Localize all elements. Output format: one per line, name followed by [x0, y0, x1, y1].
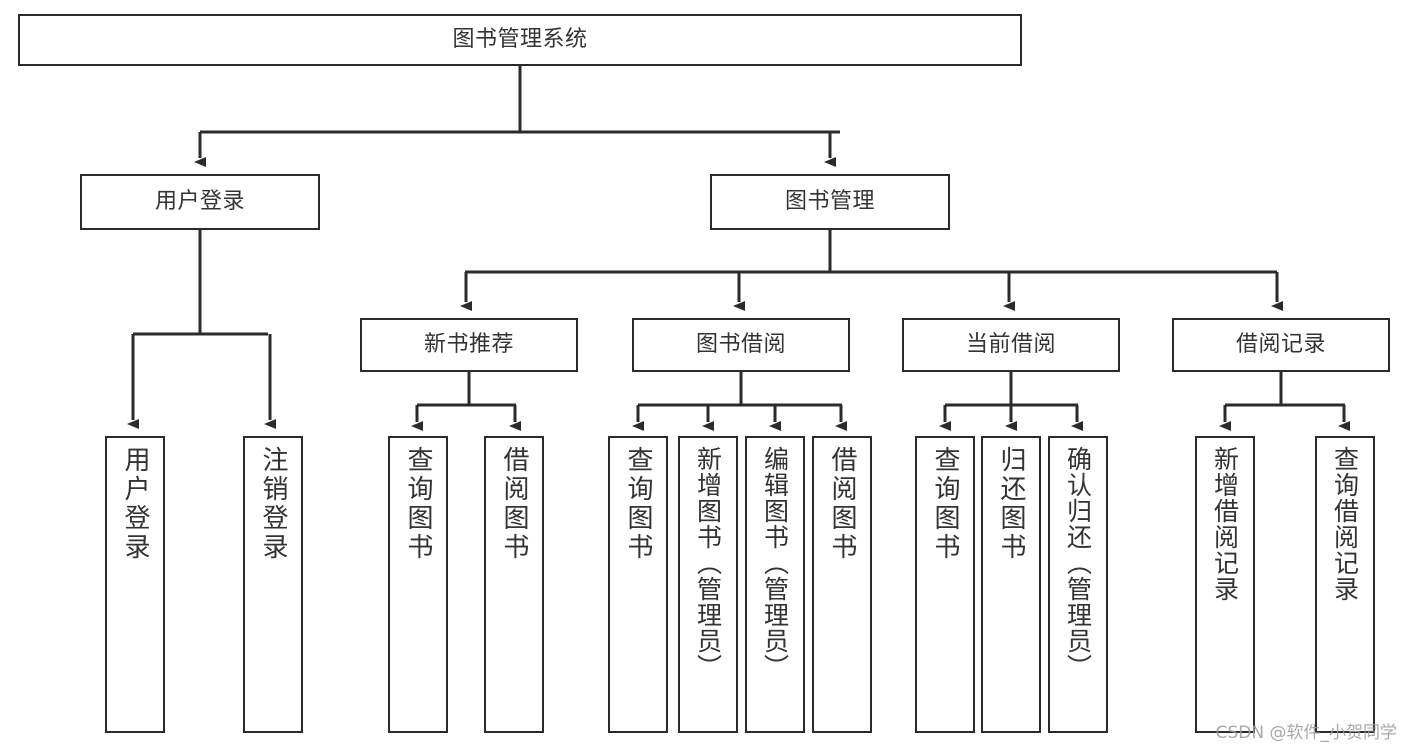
node-leaf-edit-book[interactable]: 编辑图书（管理员）: [745, 436, 805, 733]
node-leaf-query-book-cur-label: 查询图书: [930, 446, 960, 562]
node-book-manage[interactable]: 图书管理: [710, 174, 950, 230]
node-leaf-user-login[interactable]: 用户登录: [105, 436, 165, 733]
node-leaf-borrow-book[interactable]: 借阅图书: [812, 436, 872, 733]
node-leaf-query-book-cur[interactable]: 查询图书: [915, 436, 975, 733]
node-book-manage-label: 图书管理: [784, 188, 875, 214]
node-leaf-query-book-rec-label: 查询图书: [403, 446, 433, 562]
node-borrow-record-label: 借阅记录: [1235, 331, 1326, 357]
node-leaf-logout[interactable]: 注销登录: [243, 436, 303, 733]
node-leaf-borrow-book-rec-label: 借阅图书: [499, 446, 529, 562]
node-book-borrow-label: 图书借阅: [695, 331, 786, 357]
node-leaf-confirm-return-label: 确认归还（管理员）: [1063, 446, 1093, 680]
node-leaf-user-login-label: 用户登录: [120, 446, 150, 562]
node-user-login[interactable]: 用户登录: [80, 174, 320, 230]
node-new-book-recommend[interactable]: 新书推荐: [360, 318, 578, 372]
node-leaf-borrow-book-label: 借阅图书: [827, 446, 857, 562]
node-book-borrow[interactable]: 图书借阅: [632, 318, 850, 372]
node-current-borrow-label: 当前借阅: [965, 331, 1056, 357]
node-leaf-borrow-book-rec[interactable]: 借阅图书: [484, 436, 544, 733]
node-leaf-edit-book-label: 编辑图书（管理员）: [760, 446, 790, 680]
node-leaf-query-record-label: 查询借阅记录: [1330, 446, 1360, 602]
node-user-login-label: 用户登录: [154, 188, 245, 214]
node-leaf-query-book-borrow[interactable]: 查询图书: [608, 436, 668, 733]
node-leaf-return-book[interactable]: 归还图书: [981, 436, 1041, 733]
node-root-label: 图书管理系统: [452, 26, 588, 52]
node-leaf-query-record[interactable]: 查询借阅记录: [1315, 436, 1375, 733]
csdn-watermark: CSDN @软件_小贺同学: [1215, 723, 1397, 743]
node-leaf-confirm-return[interactable]: 确认归还（管理员）: [1048, 436, 1108, 733]
node-leaf-query-book-rec[interactable]: 查询图书: [388, 436, 448, 733]
node-root[interactable]: 图书管理系统: [18, 14, 1022, 66]
node-leaf-logout-label: 注销登录: [258, 446, 288, 562]
node-current-borrow[interactable]: 当前借阅: [902, 318, 1120, 372]
node-leaf-add-record-label: 新增借阅记录: [1210, 446, 1240, 602]
node-borrow-record[interactable]: 借阅记录: [1172, 318, 1390, 372]
node-leaf-add-book-label: 新增图书（管理员）: [693, 446, 723, 680]
node-leaf-add-record[interactable]: 新增借阅记录: [1195, 436, 1255, 733]
node-new-book-recommend-label: 新书推荐: [423, 331, 514, 357]
node-leaf-add-book[interactable]: 新增图书（管理员）: [678, 436, 738, 733]
node-leaf-query-book-borrow-label: 查询图书: [623, 446, 653, 562]
node-leaf-return-book-label: 归还图书: [996, 446, 1026, 562]
